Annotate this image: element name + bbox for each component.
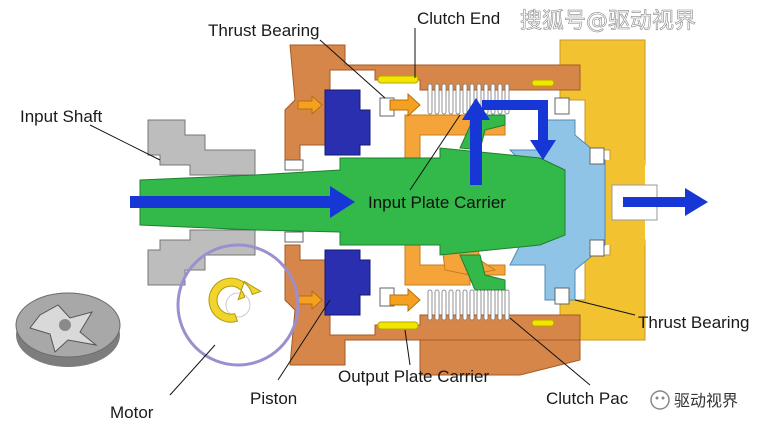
clutch-pack-top (427, 83, 510, 115)
piston-top (324, 89, 371, 156)
clutch-plate (497, 289, 503, 321)
clutch-housing-top (284, 44, 581, 161)
clutch-plate (434, 289, 440, 321)
carrier-arm-bottom (459, 254, 506, 291)
power-flow-arrows (130, 98, 708, 218)
clutch-plate (427, 289, 433, 321)
input-flow-arrow (130, 186, 355, 218)
bearing-pads (377, 75, 555, 330)
clutch-plate (469, 289, 475, 321)
clutch-plate (462, 83, 468, 115)
leader-lines (89, 28, 636, 396)
label-input-shaft: Input Shaft (20, 107, 103, 126)
clutch-plate (441, 289, 447, 321)
motor-circle (176, 243, 300, 367)
label-clutch-pack: Clutch Pac (546, 389, 629, 408)
rotation-arrow-icon (208, 277, 262, 323)
clutch-plate (455, 83, 461, 115)
input-flange-top (147, 119, 256, 176)
clutch-plate (504, 289, 510, 321)
clutch-plate (427, 83, 433, 115)
clutch-plate (483, 289, 489, 321)
clutch-pack-bottom (427, 289, 510, 321)
wechat-icon (650, 390, 670, 410)
watermark-top: 搜狐号@驱动视界 (520, 9, 696, 34)
watermark-bottom-text: 驱动视界 (674, 391, 738, 410)
label-motor: Motor (110, 403, 154, 422)
disc-bolt-top (589, 147, 605, 165)
gerotor-pump-icon (15, 292, 121, 367)
clutch-plate (462, 289, 468, 321)
disc-bolt-bottom (589, 239, 605, 257)
clutch-plate (441, 83, 447, 115)
piston-bottom (324, 249, 371, 316)
clutch-plate (434, 83, 440, 115)
watermark-bottom: 驱动视界 (650, 390, 738, 410)
clutch-plate (448, 289, 454, 321)
clutch-plate (448, 83, 454, 115)
label-output-plate-carrier: Output Plate Carrier (338, 367, 490, 386)
clutch-flow-arrow (462, 98, 556, 185)
clutch-plate (490, 289, 496, 321)
clutch-plate (455, 289, 461, 321)
output-flow-arrow (623, 188, 708, 216)
label-thrust-bearing-right: Thrust Bearing (638, 313, 750, 332)
label-input-plate-carrier: Input Plate Carrier (368, 193, 506, 212)
label-thrust-bearing-top: Thrust Bearing (208, 21, 320, 40)
motor-center (225, 292, 251, 318)
clutch-plate (476, 289, 482, 321)
label-piston: Piston (250, 389, 297, 408)
output-flange-bottom (419, 339, 581, 376)
pressure-arrows (297, 92, 421, 313)
label-clutch-end: Clutch End (417, 9, 500, 28)
